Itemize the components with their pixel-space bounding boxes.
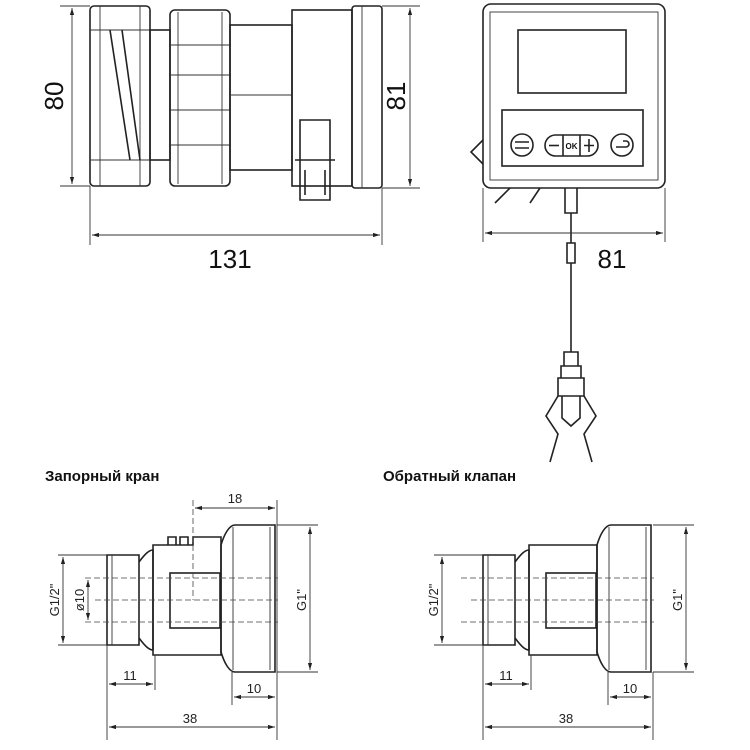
dim-11-label: 11 <box>123 668 137 683</box>
check-valve-title: Обратный клапан <box>383 468 517 485</box>
width-81-label: 81 <box>598 244 627 274</box>
pump-side-view: 80 81 131 <box>39 5 420 274</box>
ok-button[interactable]: OK <box>566 142 578 151</box>
back-button[interactable] <box>610 133 634 157</box>
motor-height-81-label: 81 <box>381 82 411 111</box>
thread-in-label: G1/2" <box>426 583 441 616</box>
dim-38-label: 38 <box>183 711 197 726</box>
dim-11-label: 11 <box>499 668 513 683</box>
thread-in-label: G1/2" <box>47 583 62 616</box>
thread-out-label: G1" <box>294 589 309 611</box>
shutoff-valve-title: Запорный кран <box>45 468 160 485</box>
menu-button[interactable] <box>510 133 534 157</box>
height-80-label: 80 <box>39 82 69 111</box>
bore-label: ø10 <box>72 589 87 611</box>
dim-10-label: 10 <box>247 681 261 696</box>
length-131-label: 131 <box>208 244 251 274</box>
dim-10-label: 10 <box>623 681 637 696</box>
check-valve-drawing: G1/2" G1" 11 10 38 <box>426 524 694 740</box>
plus-button[interactable] <box>584 139 594 152</box>
thread-out-label: G1" <box>670 589 685 611</box>
controller-front-view: OK 81 <box>469 3 666 463</box>
shutoff-valve-drawing: 18 G1/2" ø10 G1" 11 10 38 <box>47 491 318 740</box>
dim-38-label: 38 <box>559 711 573 726</box>
dim-18-label: 18 <box>228 491 242 506</box>
